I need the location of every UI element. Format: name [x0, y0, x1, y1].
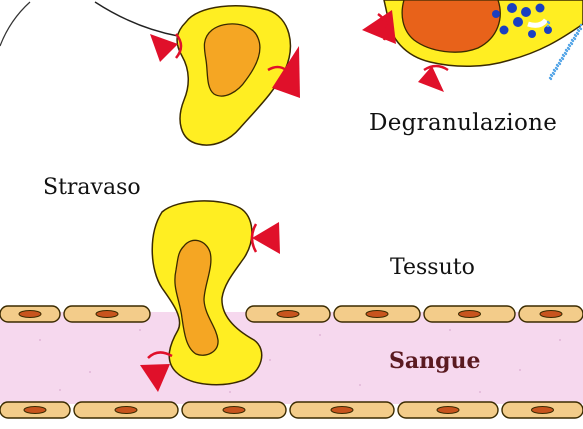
vessel-lumen	[0, 312, 583, 404]
released-granule	[560, 60, 562, 62]
endothelial-nucleus	[540, 311, 562, 318]
mast-receptor-bottom-arc	[424, 66, 448, 70]
endothelial-nucleus	[115, 407, 137, 414]
mast-cell	[362, 0, 583, 92]
released-granule	[574, 38, 576, 40]
endothelial-nucleus	[223, 407, 245, 414]
granule	[544, 26, 552, 34]
extravasating-cell	[152, 201, 261, 385]
released-granule	[554, 70, 556, 72]
frame-arc	[0, 2, 30, 46]
released-granule	[572, 40, 574, 42]
mast-receptor-bottom	[418, 66, 444, 92]
released-granule	[547, 25, 549, 27]
tissue-label: Tessuto	[390, 255, 475, 280]
released-granule	[577, 33, 579, 35]
endothelial-nucleus	[96, 311, 118, 318]
released-granule	[569, 45, 571, 47]
granule	[513, 17, 523, 27]
released-granule	[563, 55, 565, 57]
released-granule	[559, 63, 561, 65]
released-granule	[550, 78, 552, 80]
granule	[500, 26, 509, 35]
granule	[507, 3, 517, 13]
endothelial-nucleus	[24, 407, 46, 414]
receptor-left	[150, 34, 178, 62]
granule	[528, 30, 536, 38]
leukocyte-top	[150, 6, 300, 145]
released-granule	[571, 43, 573, 45]
released-granule	[578, 30, 580, 32]
released-granule	[575, 35, 577, 37]
endothelial-nucleus	[459, 311, 481, 318]
endothelial-nucleus	[19, 311, 41, 318]
lower-endothelium	[0, 402, 583, 418]
endothelial-nucleus	[366, 311, 388, 318]
released-granule	[548, 22, 550, 24]
extravasating-receptor-top	[252, 222, 280, 254]
released-granule	[562, 58, 564, 60]
granule	[536, 4, 545, 13]
endothelial-nucleus	[331, 407, 353, 414]
released-granule	[565, 53, 567, 55]
released-granule	[580, 28, 582, 30]
released-granule	[556, 68, 558, 70]
released-granule	[568, 48, 570, 50]
blood-label: Sangue	[389, 348, 481, 374]
released-granule	[557, 65, 559, 67]
degranulation-label: Degranulazione	[369, 110, 557, 136]
released-granule	[553, 73, 555, 75]
released-granule	[566, 50, 568, 52]
granule	[492, 10, 500, 18]
upper-endothelium	[0, 306, 583, 322]
endothelial-nucleus	[532, 407, 554, 414]
released-granule	[580, 24, 582, 26]
released-granule	[551, 75, 553, 77]
endothelial-nucleus	[437, 407, 459, 414]
extravasation-label: Stravaso	[43, 175, 141, 200]
endothelial-nucleus	[277, 311, 299, 318]
granule	[521, 7, 531, 17]
pointer-line	[95, 2, 178, 36]
